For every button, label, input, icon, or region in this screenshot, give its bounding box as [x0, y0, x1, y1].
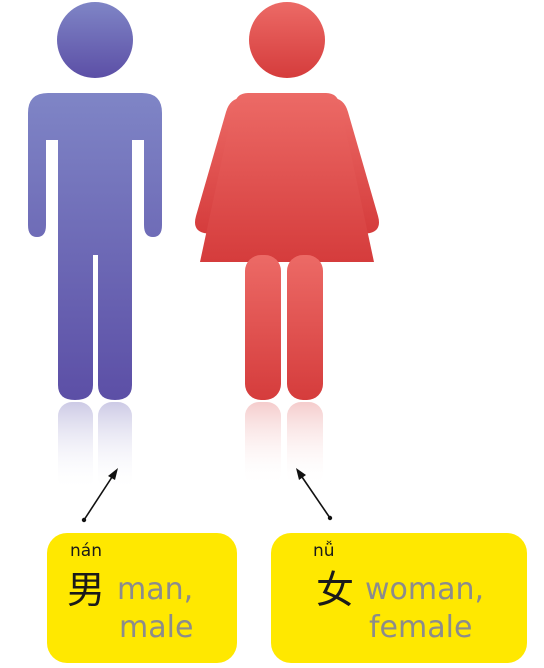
woman-right-leg	[287, 255, 323, 400]
man-arrow	[81, 468, 118, 523]
woman-left-leg	[245, 255, 281, 400]
man-pinyin: nán	[70, 541, 102, 561]
woman-pinyin: nǚ	[313, 541, 335, 561]
man-figure	[28, 2, 162, 492]
man-hanzi: 男	[67, 568, 106, 612]
woman-card: nǚ 女 woman, female	[271, 533, 527, 663]
woman-head	[249, 2, 325, 78]
woman-figure	[195, 2, 379, 487]
man-card: nán 男 man, male	[47, 533, 237, 663]
man-meaning-line2: male	[119, 610, 194, 645]
woman-arrow	[296, 468, 333, 521]
woman-reflection-left	[245, 402, 281, 487]
woman-meaning-line1: woman,	[365, 572, 485, 607]
woman-meaning-line2: female	[369, 610, 473, 645]
woman-hanzi: 女	[316, 568, 355, 612]
man-body	[28, 93, 162, 400]
man-reflection-right	[98, 402, 132, 492]
man-meaning-line1: man,	[117, 572, 194, 607]
man-reflection-left	[58, 402, 93, 492]
woman-reflection-right	[287, 402, 323, 487]
man-head	[57, 2, 133, 78]
woman-dress	[200, 93, 374, 262]
